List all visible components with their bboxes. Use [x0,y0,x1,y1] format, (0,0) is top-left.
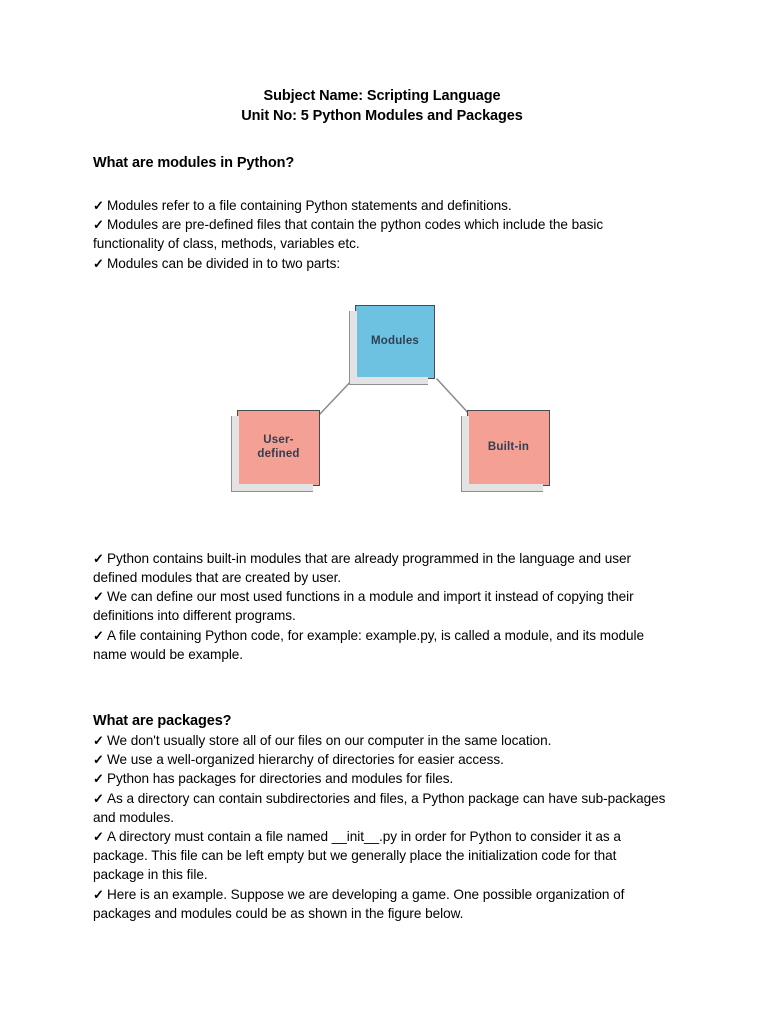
list-item-text: We use a well-organized hierarchy of dir… [107,752,504,768]
spacer [93,513,671,549]
list-item: ✓We use a well-organized hierarchy of di… [93,750,671,769]
list-item: ✓As a directory can contain subdirectori… [93,789,671,827]
spacer [93,273,671,297]
list-item-text: Python contains built-in modules that ar… [93,550,631,586]
check-icon: ✓ [93,790,104,806]
check-icon: ✓ [93,752,104,768]
list-item: ✓A directory must contain a file named _… [93,827,671,885]
list-item: ✓Python contains built-in modules that a… [93,549,671,587]
list-item-text: Python has packages for directories and … [107,771,454,787]
document-content: Subject Name: Scripting Language Unit No… [93,86,671,923]
diagram-node-built-in: Built-in [461,409,550,492]
diagram-node-label-line-1: User- [263,434,294,447]
check-icon: ✓ [93,198,104,213]
check-icon: ✓ [93,829,104,845]
check-icon: ✓ [93,771,104,787]
list-item-text: Modules are pre-defined files that conta… [93,217,604,252]
list-item: ✓A file containing Python code, for exam… [93,626,671,664]
diagram-node-label: User- defined [257,434,299,461]
check-icon: ✓ [93,589,104,605]
diagram-node-label: Built-in [487,441,530,454]
list-item-text: We can define our most used functions in… [93,589,634,624]
document-title-line-1: Subject Name: Scripting Language [263,88,501,104]
diagram-node-label-line-2: defined [257,447,300,460]
list-item-text: We don't usually store all of our files … [107,733,552,749]
list-item-text: A directory must contain a file named __… [93,829,621,883]
spacer [93,126,671,154]
list-item: ✓Modules can be divided in to two parts: [93,254,671,273]
check-icon: ✓ [93,550,104,566]
list-item: ✓We can define our most used functions i… [93,587,671,625]
spacer [93,173,671,196]
list-item-text: Here is an example. Suppose we are devel… [93,886,625,921]
list-item-text: As a directory can contain subdirectorie… [93,790,666,825]
diagram-node-modules: Modules [349,304,435,385]
list-item: ✓We don't usually store all of our files… [93,731,671,750]
check-icon: ✓ [93,255,104,271]
diagram-node-label: Modules [370,335,420,348]
document-title-line-2: Unit No: 5 Python Modules and Packages [241,108,523,124]
bullet-list-modules-continued: ✓Python contains built-in modules that a… [93,549,671,664]
section-heading-packages: What are packages? [93,713,232,730]
list-item: ✓Modules refer to a file containing Pyth… [93,196,671,215]
list-item-text: Modules can be divided in to two parts: [107,255,341,271]
list-item: ✓Modules are pre-defined files that cont… [93,215,671,253]
check-icon: ✓ [93,733,104,749]
modules-hierarchy-diagram: Modules User- defined Built-in [93,297,671,513]
spacer [93,664,671,712]
bullet-list-packages: ✓We don't usually store all of our files… [93,731,671,923]
section-heading-modules: What are modules in Python? [93,155,295,171]
bullet-list-modules: ✓Modules refer to a file containing Pyth… [93,196,671,273]
check-icon: ✓ [93,627,104,643]
list-item: ✓Python has packages for directories and… [93,769,671,788]
check-icon: ✓ [93,886,104,902]
check-icon: ✓ [93,217,104,233]
list-item-text: Modules refer to a file containing Pytho… [107,198,512,213]
diagram-node-user-defined: User- defined [231,409,320,492]
list-item: ✓Here is an example. Suppose we are deve… [93,885,671,923]
list-item-text: A file containing Python code, for examp… [93,627,645,662]
